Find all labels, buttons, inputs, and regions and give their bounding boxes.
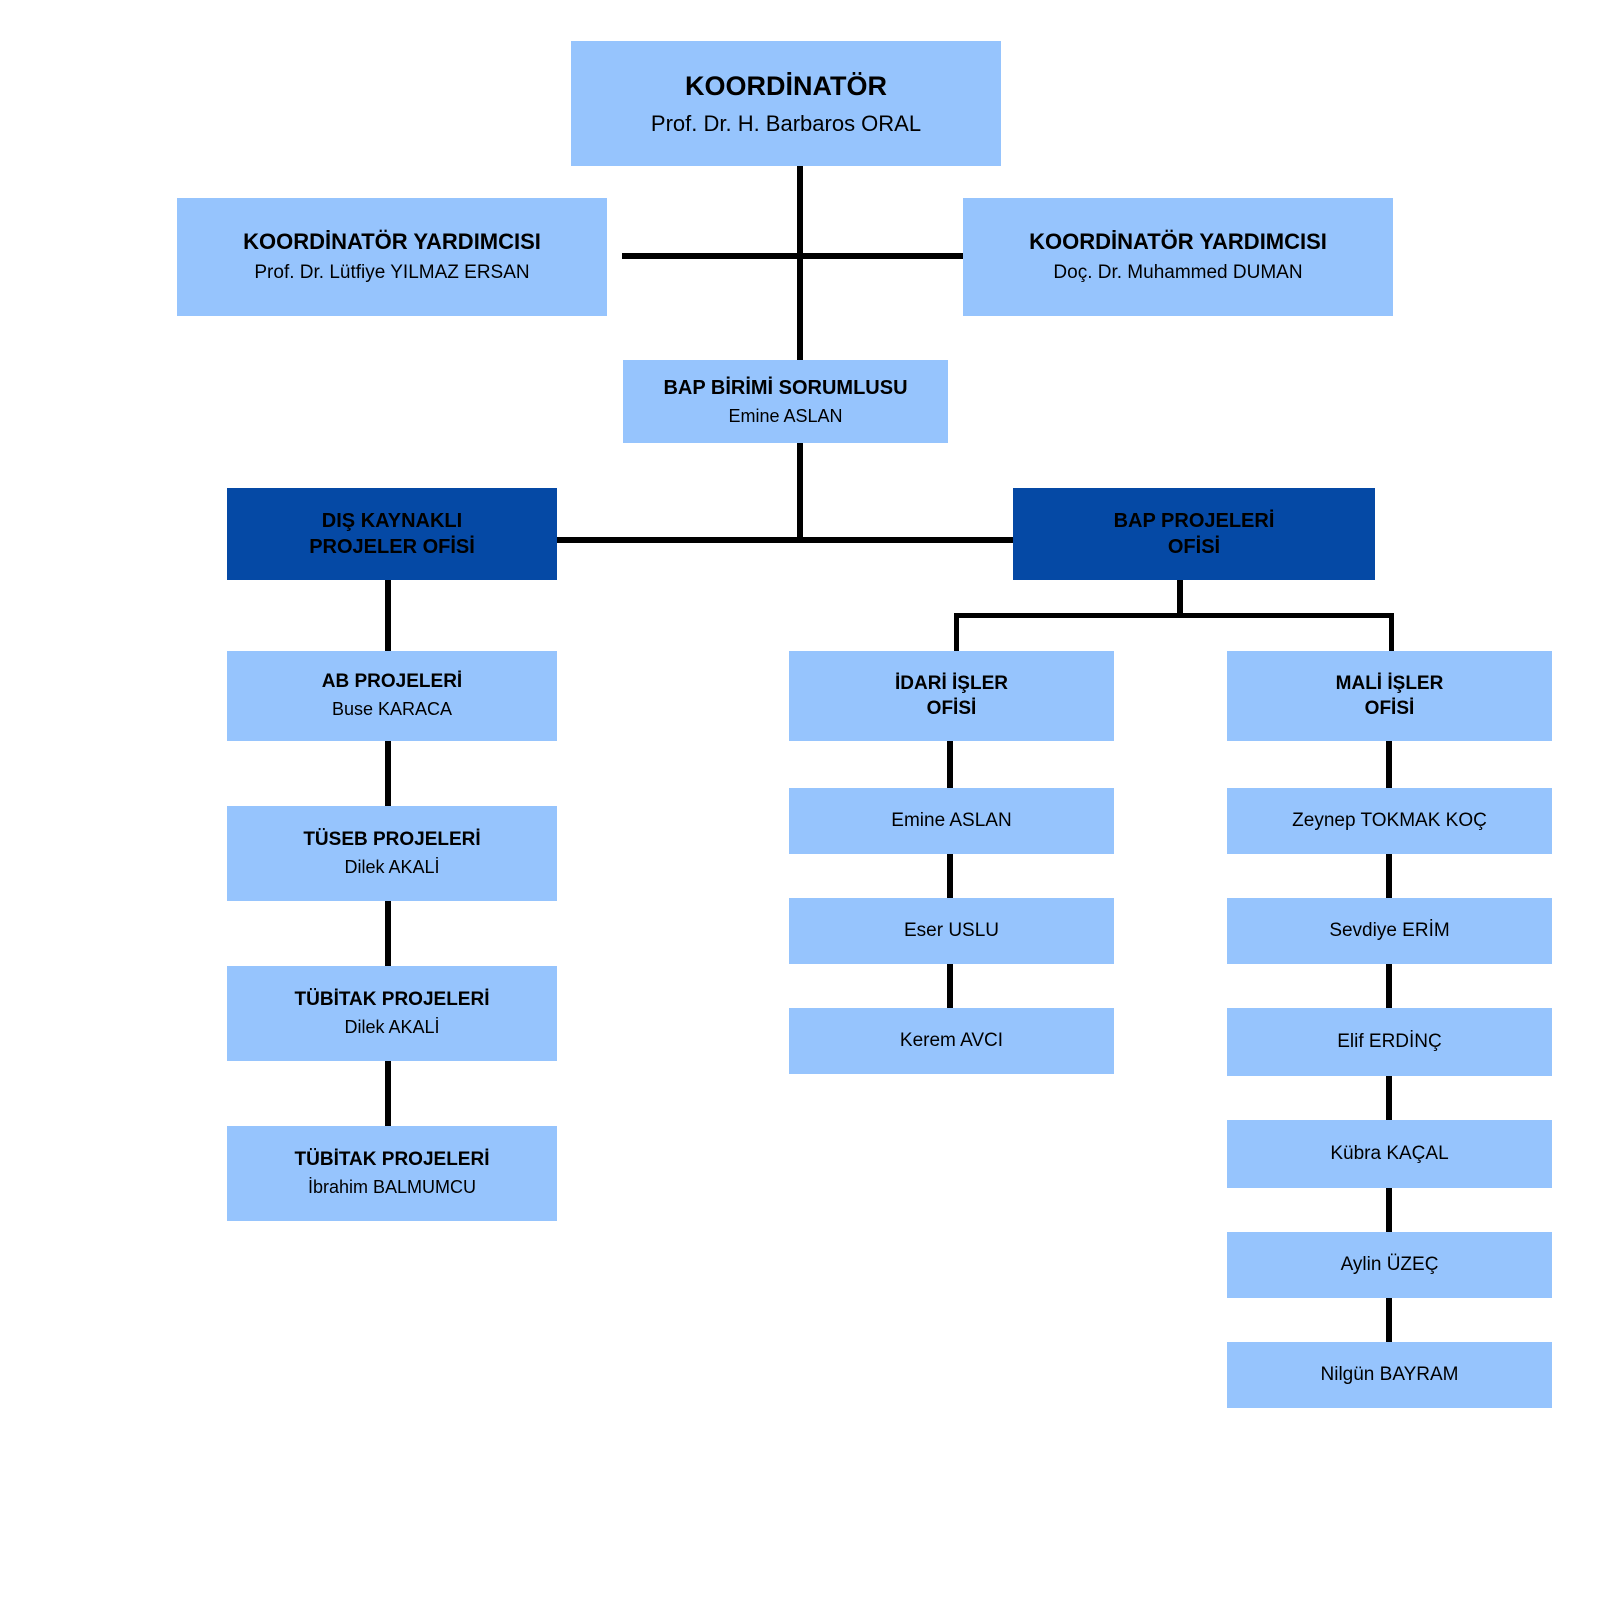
connector-finance-office-to-staff1 [1386, 741, 1392, 788]
node-coordinator-title: KOORDİNATÖR [685, 70, 887, 101]
node-finance-staff-6[interactable]: Nilgün BAYRAM [1227, 1342, 1552, 1408]
node-eu-projects-subtitle: Buse KARACA [331, 699, 453, 720]
node-external-projects-office-title: DIŞ KAYNAKLI PROJELER OFİSİ [309, 509, 475, 558]
node-finance-staff-2-subtitle: Sevdiye ERİM [1329, 919, 1450, 941]
connector-finance-staff3-to-staff4 [1386, 1076, 1392, 1120]
node-finance-staff-5[interactable]: Aylin ÜZEÇ [1227, 1232, 1552, 1298]
connector-bap-office-stem [1177, 580, 1183, 616]
node-tuseb-projects[interactable]: TÜSEB PROJELERİ Dilek AKALİ [227, 806, 557, 901]
node-tuseb-projects-title: TÜSEB PROJELERİ [303, 828, 481, 850]
node-finance-staff-1[interactable]: Zeynep TOKMAK KOÇ [1227, 788, 1552, 854]
node-admin-staff-1-subtitle: Emine ASLAN [891, 809, 1012, 831]
node-admin-staff-2[interactable]: Eser USLU [789, 898, 1114, 964]
node-admin-staff-3-subtitle: Kerem AVCI [899, 1029, 1004, 1051]
node-admin-affairs-office-title: İDARİ İŞLER OFİSİ [895, 672, 1008, 719]
connector-admin-staff2-to-staff3 [947, 964, 953, 1008]
node-finance-affairs-office[interactable]: MALİ İŞLER OFİSİ [1227, 651, 1552, 741]
node-finance-staff-4-subtitle: Kübra KAÇAL [1330, 1142, 1449, 1164]
node-bap-projects-office-title: BAP PROJELERİ OFİSİ [1113, 509, 1275, 558]
node-deputy-coordinator-right-title: KOORDİNATÖR YARDIMCISI [1029, 228, 1327, 254]
connector-offices-crossbar [555, 537, 1015, 543]
connector-finance-staff2-to-staff3 [1386, 964, 1392, 1008]
node-finance-staff-4[interactable]: Kübra KAÇAL [1227, 1120, 1552, 1188]
connector-bap-office-branch [954, 613, 1394, 655]
connector-deputy-crossbar [622, 253, 978, 259]
node-tubitak-projects-1-title: TÜBİTAK PROJELERİ [294, 988, 490, 1010]
node-bap-unit-officer-subtitle: Emine ASLAN [728, 405, 843, 426]
node-deputy-coordinator-left-title: KOORDİNATÖR YARDIMCISI [243, 228, 541, 254]
connector-admin-office-to-staff1 [947, 741, 953, 788]
node-tubitak-projects-2-title: TÜBİTAK PROJELERİ [294, 1148, 490, 1170]
node-eu-projects-title: AB PROJELERİ [321, 671, 463, 693]
node-finance-staff-1-subtitle: Zeynep TOKMAK KOÇ [1292, 809, 1487, 831]
node-admin-staff-3[interactable]: Kerem AVCI [789, 1008, 1114, 1074]
node-coordinator-subtitle: Prof. Dr. H. Barbaros ORAL [650, 110, 922, 136]
node-bap-unit-officer-title: BAP BİRİMİ SORUMLUSU [663, 376, 908, 399]
connector-finance-staff5-to-staff6 [1386, 1298, 1392, 1342]
connector-admin-staff1-to-staff2 [947, 854, 953, 898]
node-coordinator[interactable]: KOORDİNATÖR Prof. Dr. H. Barbaros ORAL [571, 41, 1001, 166]
node-finance-staff-5-subtitle: Aylin ÜZEÇ [1340, 1253, 1439, 1275]
connector-external-office-to-eu [385, 580, 391, 652]
node-finance-staff-6-subtitle: Nilgün BAYRAM [1320, 1363, 1459, 1385]
node-finance-staff-2[interactable]: Sevdiye ERİM [1227, 898, 1552, 964]
node-bap-projects-office[interactable]: BAP PROJELERİ OFİSİ [1013, 488, 1375, 580]
node-eu-projects[interactable]: AB PROJELERİ Buse KARACA [227, 651, 557, 741]
node-tubitak-projects-1-subtitle: Dilek AKALİ [344, 1016, 440, 1037]
connector-finance-staff4-to-staff5 [1386, 1188, 1392, 1232]
connector-tuseb-to-tubitak1 [385, 901, 391, 966]
node-admin-staff-1[interactable]: Emine ASLAN [789, 788, 1114, 854]
node-deputy-coordinator-right[interactable]: KOORDİNATÖR YARDIMCISI Doç. Dr. Muhammed… [963, 198, 1393, 316]
node-admin-affairs-office[interactable]: İDARİ İŞLER OFİSİ [789, 651, 1114, 741]
node-tubitak-projects-2[interactable]: TÜBİTAK PROJELERİ İbrahim BALMUMCU [227, 1126, 557, 1221]
connector-tubitak1-to-tubitak2 [385, 1061, 391, 1126]
node-finance-affairs-office-title: MALİ İŞLER OFİSİ [1335, 672, 1444, 719]
node-finance-staff-3[interactable]: Elif ERDİNÇ [1227, 1008, 1552, 1076]
node-tuseb-projects-subtitle: Dilek AKALİ [344, 856, 440, 877]
connector-eu-to-tuseb [385, 741, 391, 806]
node-external-projects-office[interactable]: DIŞ KAYNAKLI PROJELER OFİSİ [227, 488, 557, 580]
connector-finance-staff1-to-staff2 [1386, 854, 1392, 898]
node-tubitak-projects-1[interactable]: TÜBİTAK PROJELERİ Dilek AKALİ [227, 966, 557, 1061]
node-admin-staff-2-subtitle: Eser USLU [903, 919, 1000, 941]
node-bap-unit-officer[interactable]: BAP BİRİMİ SORUMLUSU Emine ASLAN [623, 360, 948, 443]
connector-bap-unit-to-offices [797, 443, 803, 543]
node-deputy-coordinator-left[interactable]: KOORDİNATÖR YARDIMCISI Prof. Dr. Lütfiye… [177, 198, 607, 316]
node-finance-staff-3-subtitle: Elif ERDİNÇ [1337, 1030, 1442, 1052]
connector-coordinator-to-bap-unit [797, 166, 803, 361]
node-deputy-coordinator-right-subtitle: Doç. Dr. Muhammed DUMAN [1053, 262, 1303, 284]
node-tubitak-projects-2-subtitle: İbrahim BALMUMCU [307, 1176, 477, 1197]
node-deputy-coordinator-left-subtitle: Prof. Dr. Lütfiye YILMAZ ERSAN [254, 262, 530, 284]
